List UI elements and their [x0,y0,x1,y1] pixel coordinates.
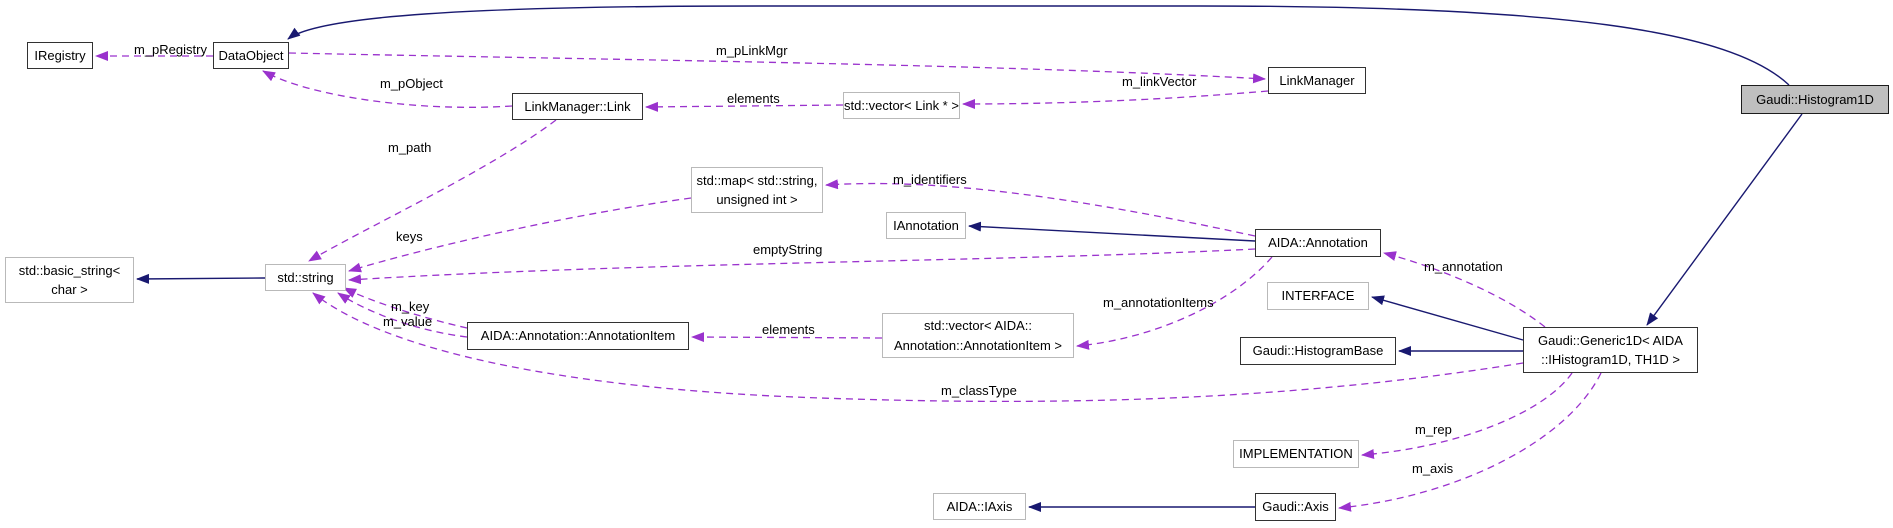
edge-label-m_pObject: m_pObject [380,76,443,91]
node-aida-annotation[interactable]: AIDA::Annotation [1255,229,1381,257]
node-annotationitem[interactable]: AIDA::Annotation::AnnotationItem [467,322,689,350]
edge-aida-annotation-to-iannotation [968,221,1256,242]
node-label: Annotation::AnnotationItem > [893,337,1063,353]
node-linkmanager-link[interactable]: LinkManager::Link [512,93,643,120]
node-histogrambase[interactable]: Gaudi::HistogramBase [1240,337,1396,365]
edge-generic1d-to-std-string [312,292,1524,403]
node-label: std::vector< AIDA:: [923,318,1033,333]
edge-label-m_pRegistry: m_pRegistry [134,42,207,57]
node-label: std::vector< Link * > [844,97,959,113]
edge-linkmanager-link-to-dataobject [262,70,513,108]
edge-label-m_rep: m_rep [1415,422,1452,437]
edge-generic1d-to-aida-annotation [1383,251,1546,328]
edge-linkmanager-link-to-std-string [308,119,557,262]
node-label: Gaudi::Axis [1262,499,1329,515]
edge-label-m_identifiers: m_identifiers [893,172,967,187]
node-label: char > [51,282,88,297]
edge-aida-annotation-to-map-string-uint [825,179,1256,237]
node-label: Gaudi::HistogramBase [1252,343,1384,359]
edge-label-m_key: m_key [391,299,430,314]
node-label: IRegistry [34,47,86,63]
node-iregistry[interactable]: IRegistry [27,42,93,69]
node-vector-link[interactable]: std::vector< Link * > [843,92,960,119]
node-label: Gaudi::Histogram1D [1756,91,1874,107]
node-label: IMPLEMENTATION [1239,446,1353,462]
edge-annotationitem-to-std-string [343,287,468,329]
node-iannotation[interactable]: IAnnotation [886,212,966,239]
node-linkmanager[interactable]: LinkManager [1268,67,1366,94]
edge-generic1d-to-gaudi-axis [1338,372,1602,512]
edge-label-m_classType: m_classType [941,383,1017,398]
edge-label-elements: elements [727,91,780,106]
node-histogram1d: Gaudi::Histogram1D [1741,85,1889,114]
node-label: DataObject [218,47,284,63]
node-label: IAnnotation [893,217,959,233]
edge-label-m_path: m_path [388,140,432,155]
node-label: std::string [277,269,334,285]
node-label: AIDA::Annotation [1268,235,1368,251]
edge-std-string-to-basic-string [136,273,266,284]
node-generic1d[interactable]: Gaudi::Generic1D< AIDA::IHistogram1D, TH… [1523,327,1698,373]
edge-generic1d-to-interface [1371,295,1524,341]
edge-label-keys: keys [396,229,423,244]
node-label: ::IHistogram1D, TH1D > [1541,352,1680,367]
node-label: std::map< std::string, [696,172,818,188]
node-label: unsigned int > [716,192,798,207]
node-label: LinkManager [1279,72,1355,88]
edge-label-m_axis: m_axis [1412,461,1454,476]
edge-generic1d-to-implementation [1361,372,1573,460]
edge-histogram1d-to-dataobject [287,5,1790,86]
edge-map-string-uint-to-std-string [348,197,692,273]
node-basic-string[interactable]: std::basic_string<char > [5,257,134,303]
edge-histogram1d-to-generic1d [1646,113,1803,326]
edge-label-emptyString: emptyString [753,242,823,257]
node-aida-iaxis[interactable]: AIDA::IAxis [933,493,1026,520]
node-label: AIDA::Annotation::AnnotationItem [480,328,676,344]
edge-vector-annotationitem-to-annotationitem [691,332,883,343]
edge-linkmanager-to-vector-link [962,90,1269,109]
node-label: LinkManager::Link [524,98,631,114]
node-map-string-uint[interactable]: std::map< std::string,unsigned int > [691,167,823,213]
node-label: Gaudi::Generic1D< AIDA [1538,332,1683,348]
node-gaudi-axis[interactable]: Gaudi::Axis [1255,493,1336,521]
edge-label-m_value: m_value [383,314,433,329]
edge-label-m_annotationItems: m_annotationItems [1103,295,1214,310]
node-implementation[interactable]: IMPLEMENTATION [1233,440,1359,468]
edge-label-m_linkVector: m_linkVector [1122,74,1197,89]
edge-label-m_pLinkMgr: m_pLinkMgr [716,43,788,58]
edge-dataobject-to-linkmanager [288,52,1266,84]
node-interface[interactable]: INTERFACE [1267,282,1369,310]
node-label: std::basic_string< [18,262,121,278]
edge-label-elements: elements [762,322,815,337]
node-label: AIDA::IAxis [946,498,1013,514]
node-vector-annotationitem[interactable]: std::vector< AIDA::Annotation::Annotatio… [882,313,1074,358]
edge-vector-link-to-linkmanager-link [645,101,844,112]
edge-label-m_annotation: m_annotation [1424,259,1503,274]
node-std-string[interactable]: std::string [265,264,346,291]
edge-aida-annotation-to-vector-annotationitem [1076,256,1273,350]
node-dataobject[interactable]: DataObject [213,42,289,69]
node-label: INTERFACE [1281,288,1355,304]
edge-annotationitem-to-std-string [337,292,468,338]
